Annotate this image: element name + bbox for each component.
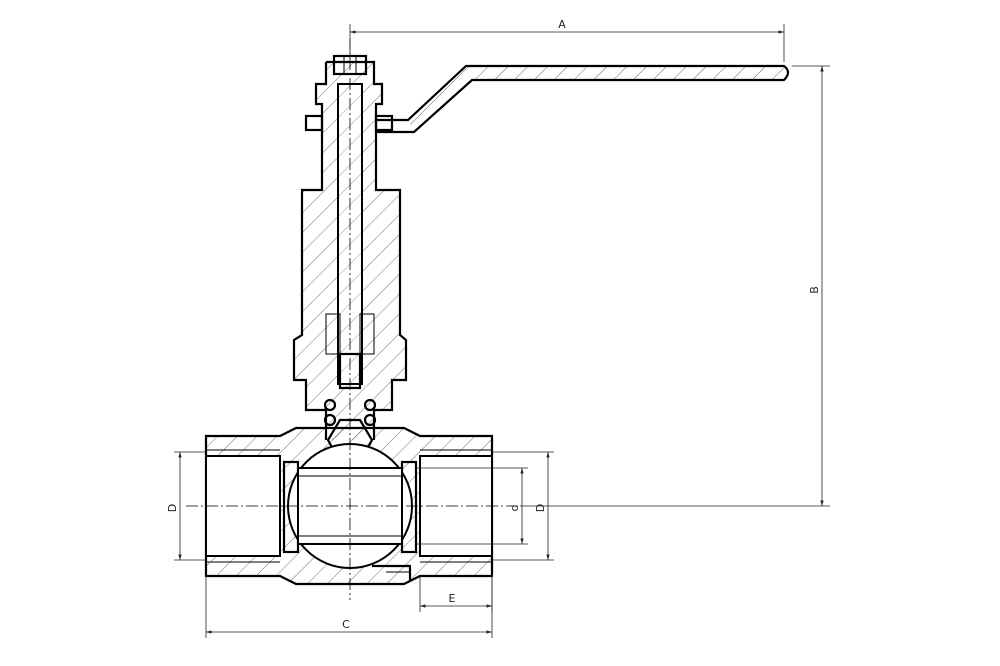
dimension-d-right: D (492, 451, 554, 561)
dim-label-d-small: d (508, 505, 521, 512)
dim-label-d-right: D (534, 504, 547, 512)
dimension-d-left: D (166, 451, 206, 561)
valve-body (204, 426, 494, 586)
dim-label-e: E (449, 592, 456, 605)
dimension-a: A (349, 18, 785, 62)
dimension-d-small: d (416, 467, 528, 545)
center-lines (186, 38, 520, 600)
dimension-b: B (520, 65, 830, 507)
dimension-c: C (205, 576, 493, 638)
dim-label-c: C (342, 618, 350, 631)
dimension-e: E (419, 576, 493, 612)
dim-label-d-left: D (166, 504, 179, 512)
dim-label-b: B (808, 286, 821, 294)
lever-handle (376, 64, 790, 134)
dim-label-a: A (558, 18, 566, 31)
